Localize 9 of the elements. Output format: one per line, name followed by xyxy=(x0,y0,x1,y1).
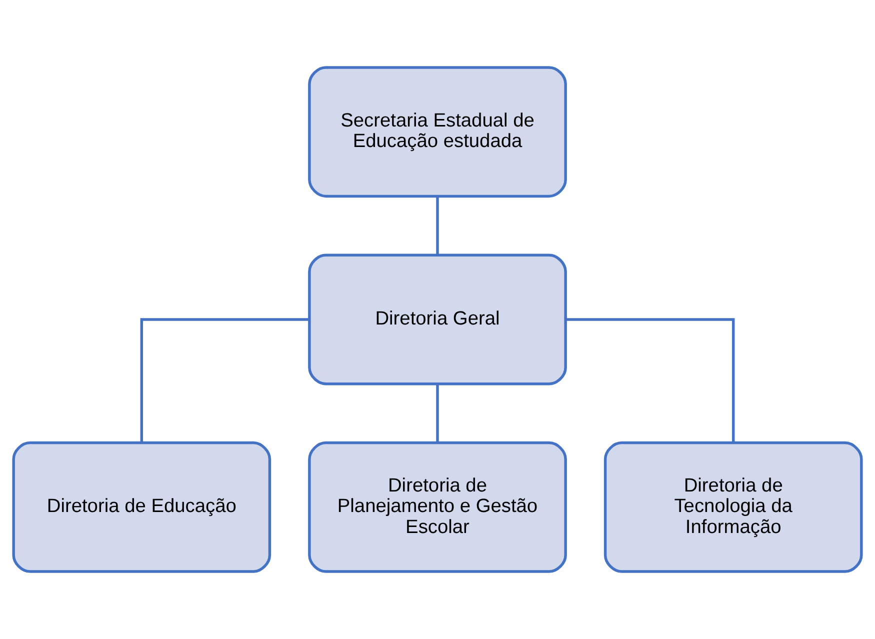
connector xyxy=(140,318,310,443)
node-box: Diretoria de Educação xyxy=(12,441,272,573)
node-box: Diretoria Geral xyxy=(308,254,567,386)
node-box: Secretaria Estadual de Educação estudada xyxy=(308,66,567,198)
node-box: Diretoria de Tecnologia da Informação xyxy=(604,441,863,573)
connector xyxy=(436,384,439,442)
connector xyxy=(436,196,439,255)
node-box: Diretoria de Planejamento e Gestão Escolar xyxy=(308,441,567,573)
connector xyxy=(566,318,735,443)
